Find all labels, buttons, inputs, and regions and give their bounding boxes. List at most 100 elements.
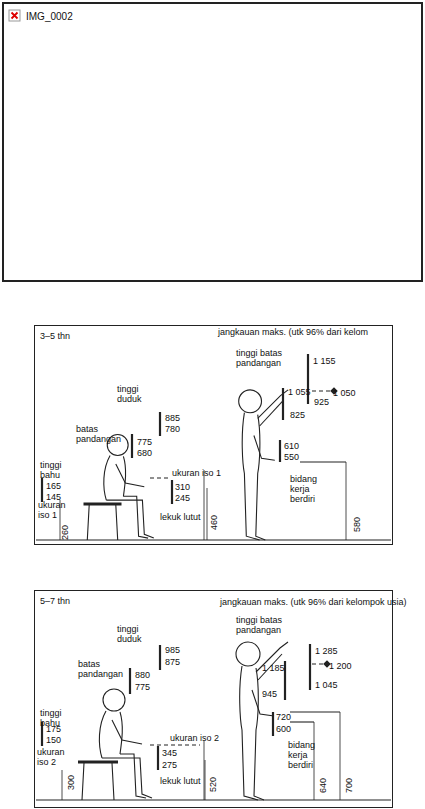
dimension-label: tinggi bahu: [40, 460, 74, 480]
figure-line: [272, 712, 274, 736]
figure-line: [256, 642, 288, 672]
dimension-label: tinggi duduk: [117, 624, 151, 644]
dimension-value: 875: [165, 657, 180, 667]
figure-line: [120, 712, 122, 754]
reach-note: jangkauan maks. (utk 96% dari kelom: [218, 327, 368, 337]
dimension-value: 310: [175, 482, 190, 492]
reach-note: jangkauan maks. (utk 96% dari kelompok u…: [220, 597, 407, 607]
dimension-value: 150: [46, 735, 61, 745]
figure-head: [236, 642, 260, 666]
dimension-value: 1 185: [262, 663, 285, 673]
figure-line: [120, 754, 146, 798]
figure-line: [346, 462, 347, 540]
dimension-label: ukuran iso 1: [38, 500, 72, 520]
dimension-value: 945: [262, 689, 277, 699]
figure-line: [129, 668, 131, 694]
figure-line: [171, 480, 173, 504]
dimension-value: 550: [284, 452, 299, 462]
dimension-value: 720: [276, 712, 291, 722]
image-name: IMG_0002: [26, 11, 73, 22]
figure-line: [207, 488, 208, 540]
dimension-value: 885: [165, 413, 180, 423]
figure-line: [82, 763, 114, 800]
dimension-label: batas pandangan: [76, 424, 126, 444]
figure-line: [104, 455, 110, 500]
dimension-value: 345: [162, 748, 177, 758]
guide-line: [290, 711, 340, 712]
dimension-value: 775: [137, 437, 152, 447]
dimension-label: ukuran iso 2: [170, 733, 219, 743]
dimension-label: ukuran iso 2: [37, 747, 71, 767]
figure-line: [309, 644, 311, 690]
dimension-value: 680: [137, 448, 152, 458]
image-frame: IMG_0002: [2, 2, 423, 282]
dimension-value: 1 055: [288, 387, 311, 397]
dimension-value: 275: [162, 760, 177, 770]
dimension-label: tinggi batas pandangan: [236, 348, 288, 368]
guide-line: [300, 461, 346, 462]
dimension-value: 780: [165, 424, 180, 434]
figure-line: [87, 505, 117, 540]
dimension-value: 245: [175, 493, 190, 503]
guide-line: [36, 799, 391, 800]
figure-line: [116, 464, 145, 487]
age-heading: 3–5 thn: [40, 331, 70, 341]
figure-line: [123, 456, 125, 496]
guide-line: [290, 721, 314, 722]
figure-line: [242, 413, 259, 540]
dimension-value: 460: [209, 515, 219, 530]
figure-line: [159, 412, 161, 436]
figure-line: [62, 770, 63, 800]
age-heading: 5–7 thn: [40, 596, 70, 606]
figure-line: [256, 415, 265, 540]
figure-line: [205, 760, 206, 800]
dimension-value: 825: [290, 410, 305, 420]
dimension-label: bidang kerja berdiri: [288, 740, 330, 770]
broken-image-icon: [9, 10, 20, 21]
dimension-value: 300: [66, 775, 76, 790]
figure-line: [157, 746, 159, 770]
dimension-value: 1 200: [329, 661, 352, 671]
dimension-value: 580: [352, 517, 362, 532]
figure-line: [204, 470, 205, 540]
dimension-label: ukuran iso 1: [172, 468, 221, 478]
dimension-label: bidang kerja berdiri: [290, 474, 332, 504]
dimension-value: 600: [276, 724, 291, 734]
dimension-value: 610: [284, 441, 299, 451]
dimension-value: 880: [135, 670, 150, 680]
dimension-label: tinggi duduk: [117, 384, 151, 404]
guide-line: [36, 539, 391, 540]
figure-line: [260, 401, 283, 426]
dimension-label: batas pandangan: [78, 659, 128, 679]
figure-line: [106, 500, 154, 538]
dimension-label: lekuk lutut: [160, 776, 201, 786]
dimension-value: 1 045: [315, 680, 338, 690]
dimension-value: 1 285: [315, 646, 338, 656]
dimension-value: 775: [135, 682, 150, 692]
figure-line: [41, 478, 43, 502]
figure-line: [131, 434, 133, 458]
figure-line: [279, 440, 281, 462]
dimension-value: 640: [318, 778, 328, 793]
age-panel: 5–7 thn: [34, 590, 393, 808]
guide-line: [312, 390, 331, 391]
figure-line: [254, 436, 275, 461]
guide-line: [312, 663, 324, 664]
dimension-value: 1 050: [333, 388, 356, 398]
dimension-label: tinggi batas pandangan: [236, 615, 288, 635]
dimension-value: 925: [314, 397, 329, 407]
figure-line: [240, 666, 258, 800]
figure-line: [112, 720, 142, 744]
dimension-value: 165: [46, 481, 61, 491]
figure-line: [102, 758, 152, 798]
dimension-label: lekuk lutut: [160, 512, 201, 522]
dimension-value: 1 155: [313, 356, 336, 366]
dimension-value: 985: [165, 645, 180, 655]
figure-line: [204, 740, 205, 800]
figure-line: [314, 722, 315, 800]
figure-line: [159, 645, 161, 670]
figure-head: [103, 689, 125, 711]
dimension-value: 700: [344, 778, 354, 793]
guide-line: [150, 477, 170, 478]
